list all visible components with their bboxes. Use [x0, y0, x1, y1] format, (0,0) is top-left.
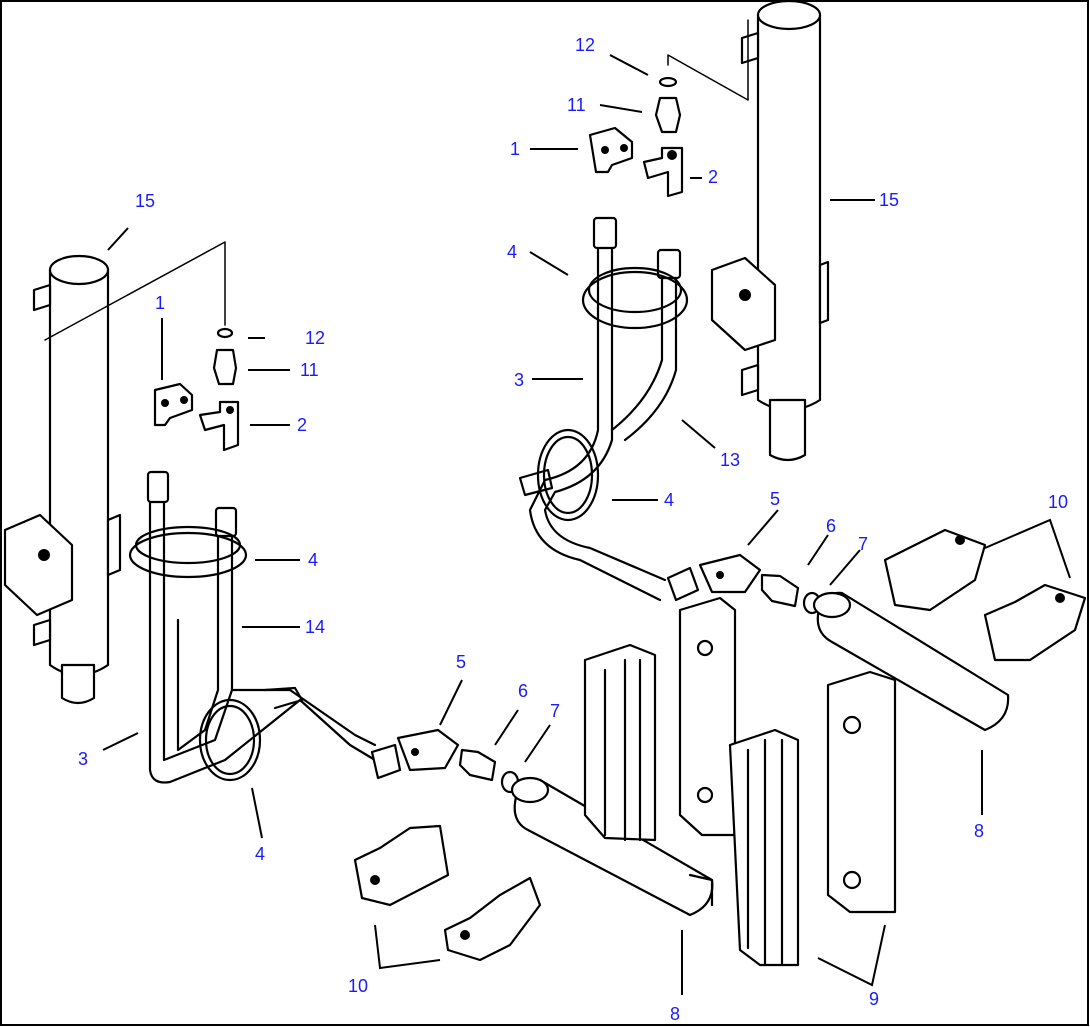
callout-10-left: 10 [348, 976, 368, 996]
fitting-adapter-left [212, 327, 238, 386]
channel-rails [583, 596, 897, 967]
callout-5-right: 5 [770, 489, 780, 509]
fitting-elbow-5-right [666, 553, 762, 602]
fitting-adapter-6-left [458, 748, 497, 782]
callout-7-right: 7 [858, 534, 868, 554]
fitting-elbow-5-left [370, 728, 460, 780]
callout-1-right: 1 [510, 139, 520, 159]
callout-11-left: 11 [300, 360, 319, 380]
cylinder-left [3, 254, 122, 705]
filter-left [510, 776, 714, 917]
fitting-adapter-6-right [760, 573, 800, 608]
callout-3-left: 3 [78, 749, 88, 769]
filter-right [812, 591, 1010, 732]
clamps-left [353, 824, 542, 962]
pipe-assembly-right [518, 216, 689, 602]
callout-2-right: 2 [708, 167, 718, 187]
callout-4-left-lower: 4 [255, 844, 265, 864]
callout-labels: 15 1 12 11 2 4 14 3 4 5 6 7 10 8 12 11 1… [78, 35, 1068, 1024]
callout-9: 9 [869, 989, 879, 1009]
callout-14: 14 [305, 617, 325, 637]
leader-cylinder-right [667, 19, 749, 101]
callout-6-right: 6 [826, 516, 836, 536]
callout-7-left: 7 [550, 701, 560, 721]
leader-lines [102, 54, 1071, 995]
callout-3-right: 3 [514, 370, 524, 390]
adapter-11-right [654, 96, 682, 134]
fitting-tee-left [198, 400, 240, 452]
clamps-right [883, 528, 1087, 662]
callout-4-right-upper: 4 [507, 242, 517, 262]
callout-15-left: 15 [135, 191, 155, 211]
callout-11-right: 11 [567, 95, 586, 115]
callout-5-left: 5 [456, 652, 466, 672]
fitting-elbow-1-right [588, 126, 634, 174]
callout-4-right-lower: 4 [664, 490, 674, 510]
callout-8-right: 8 [974, 821, 984, 841]
callout-15-right: 15 [879, 190, 899, 210]
washer-12-right [658, 76, 678, 88]
callout-12-left: 12 [305, 328, 325, 348]
pipe-assembly-left [128, 470, 377, 784]
fitting-elbow-left [153, 382, 194, 427]
callout-10-right: 10 [1048, 492, 1068, 512]
cylinder-right [710, 0, 830, 462]
callout-6-left: 6 [518, 681, 528, 701]
callout-1-left: 1 [155, 293, 165, 313]
callout-8-left: 8 [670, 1004, 680, 1024]
callout-4-left-upper: 4 [308, 550, 318, 570]
leader-cylinder-left [44, 241, 226, 341]
callout-2-left: 2 [297, 415, 307, 435]
fitting-tee-2-right [642, 146, 684, 198]
callout-13: 13 [720, 450, 740, 470]
callout-12-right: 12 [575, 35, 595, 55]
